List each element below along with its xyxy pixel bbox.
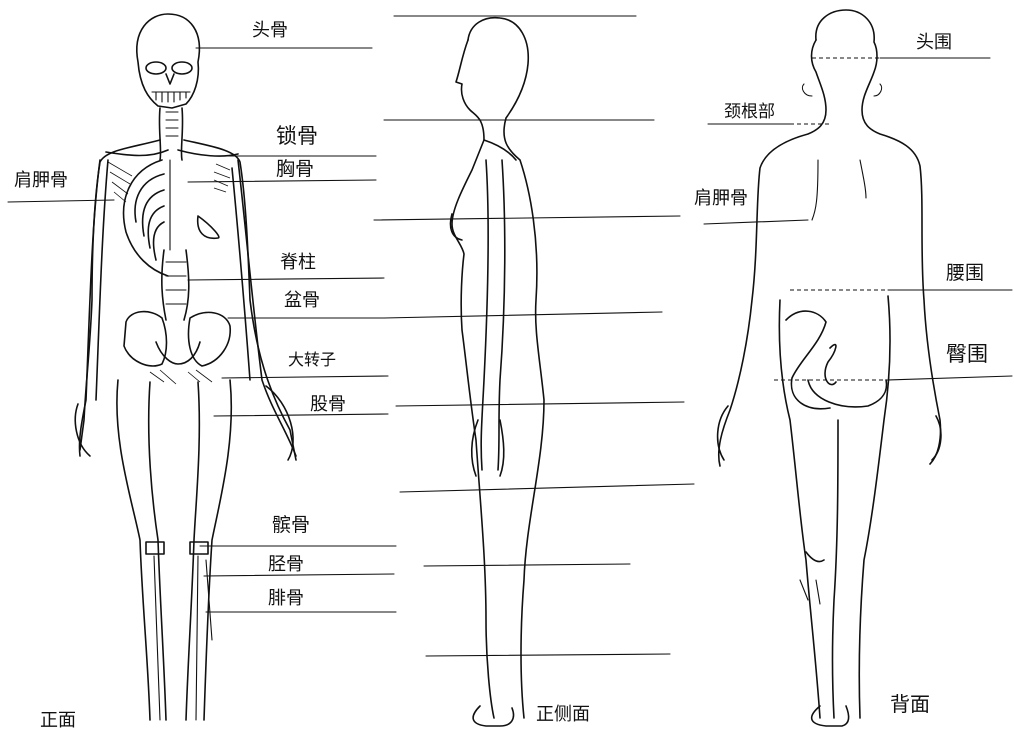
label-pelvis: 盆骨 (284, 292, 320, 310)
caption-side: 正侧面 (536, 706, 590, 724)
label-hip-circumference: 臀围 (946, 344, 988, 365)
label-scapula-front: 肩胛骨 (14, 172, 68, 190)
label-femur: 股骨 (310, 396, 346, 414)
label-spine: 脊柱 (280, 254, 316, 272)
caption-front: 正面 (40, 712, 76, 730)
side-figure (450, 18, 544, 726)
label-trochanter: 大转子 (288, 352, 336, 368)
label-waist-circumference: 腰围 (946, 264, 984, 283)
label-head-circumference: 头围 (916, 34, 952, 52)
label-sternum: 胸骨 (276, 160, 314, 179)
front-leader-lines (8, 48, 396, 612)
caption-back: 背面 (890, 694, 930, 714)
label-neck-root: 颈根部 (724, 104, 775, 121)
label-fibula: 腓骨 (268, 590, 304, 608)
label-clavicle: 锁骨 (276, 126, 318, 147)
label-skull: 头骨 (252, 22, 288, 40)
label-scapula-back: 肩胛骨 (694, 190, 748, 208)
front-skeleton-figure (75, 14, 296, 720)
side-leader-lines (374, 16, 694, 656)
label-tibia: 胫骨 (268, 556, 304, 574)
label-patella: 髌骨 (272, 516, 310, 535)
